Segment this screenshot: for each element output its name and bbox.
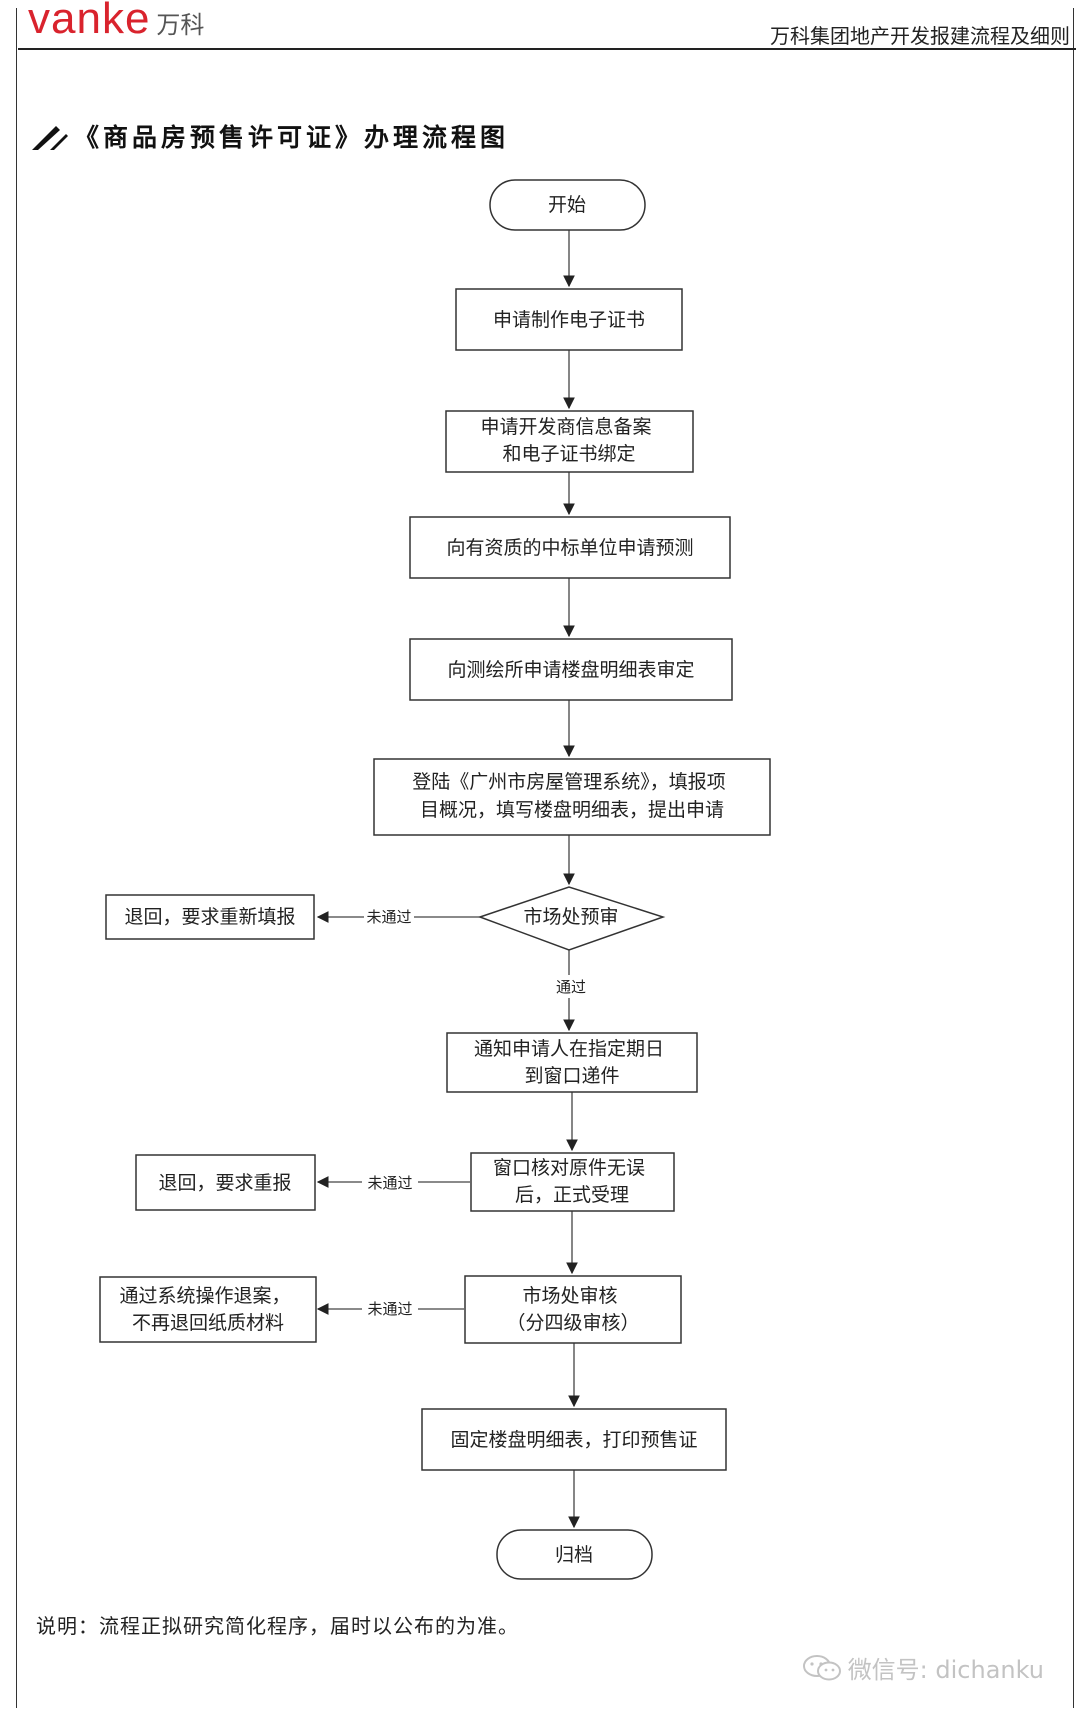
decision-pass-edge-label: 通过 bbox=[556, 978, 586, 996]
decision-fail-edge-label: 未通过 bbox=[366, 908, 411, 926]
watermark-text: 微信号: dichanku bbox=[847, 1656, 1044, 1684]
section-title-text: 《商品房预售许可证》办理流程图 bbox=[74, 123, 510, 152]
step-finalize-print bbox=[421, 1408, 727, 1471]
flowchart: 开始 申请制作电子证书 申请开发商信息备案 和电子证书绑定 向有资质的中标单位申… bbox=[99, 179, 771, 1580]
box-reject-system bbox=[99, 1276, 317, 1343]
finalize-label: 固定楼盘明细表，打印预售证 bbox=[450, 1429, 697, 1451]
end-label: 归档 bbox=[555, 1544, 593, 1566]
market-fail-edge-label: 未通过 bbox=[367, 1300, 412, 1318]
step4-label: 向测绘所申请楼盘明细表审定 bbox=[447, 659, 694, 681]
document-header-title: 万科集团地产开发报建流程及细则 bbox=[770, 24, 1070, 48]
market-review-label: 市场处审核 （分四级审核） bbox=[506, 1285, 639, 1334]
step2-label: 申请开发商信息备案 和电子证书绑定 bbox=[480, 416, 657, 465]
step-market-review bbox=[464, 1275, 682, 1344]
window-check-label: 窗口核对原件无误 后，正式受理 bbox=[493, 1157, 651, 1206]
footnote: 说明：流程正拟研究简化程序，届时以公布的为准。 bbox=[36, 1614, 519, 1638]
end-terminal bbox=[496, 1529, 653, 1580]
step-apply-certificate bbox=[455, 288, 683, 351]
page-frame bbox=[16, 8, 1074, 1708]
box-reject-resubmit bbox=[135, 1154, 316, 1211]
decision-label: 市场处预审 bbox=[523, 906, 618, 928]
box-reject-refill bbox=[105, 894, 315, 940]
reject-system-label: 通过系统操作退案， 不再退回纸质材料 bbox=[119, 1285, 296, 1334]
wechat-watermark: 微信号: dichanku bbox=[802, 1650, 1044, 1685]
step-developer-filing bbox=[445, 410, 694, 473]
step-window-check bbox=[470, 1152, 675, 1212]
reject-resubmit-label: 退回，要求重报 bbox=[158, 1172, 291, 1194]
step-notify-applicant bbox=[446, 1032, 698, 1093]
title-slash-icon bbox=[32, 126, 68, 150]
step1-line: 申请制作电子证书 bbox=[493, 309, 645, 331]
step-survey-review bbox=[409, 638, 733, 701]
wechat-icon bbox=[802, 1654, 841, 1680]
start-label: 开始 bbox=[548, 194, 586, 216]
header-divider bbox=[18, 48, 1076, 50]
logo-chinese: 万科 bbox=[156, 11, 205, 39]
step1-label: 申请制作电子证书 bbox=[493, 309, 645, 331]
section-title: 《商品房预售许可证》办理流程图 bbox=[30, 118, 509, 154]
vanke-logo: vanke 万科 bbox=[28, 0, 204, 44]
start-terminal bbox=[489, 179, 646, 231]
step3-label: 向有资质的中标单位申请预测 bbox=[446, 537, 693, 559]
step-pre-survey bbox=[409, 516, 731, 579]
logo-wordmark: vanke bbox=[28, 0, 151, 43]
decision-market-prereview bbox=[477, 886, 666, 951]
reject-refill-label: 退回，要求重新填报 bbox=[124, 906, 295, 928]
notify-label: 通知申请人在指定期日 到窗口递件 bbox=[474, 1038, 670, 1087]
step5-label: 登陆《广州市房屋管理系统》，填报项 目概况，填写楼盘明细表，提出申请 bbox=[412, 771, 732, 821]
window-fail-edge-label: 未通过 bbox=[367, 1174, 412, 1192]
step-online-application bbox=[373, 758, 771, 836]
